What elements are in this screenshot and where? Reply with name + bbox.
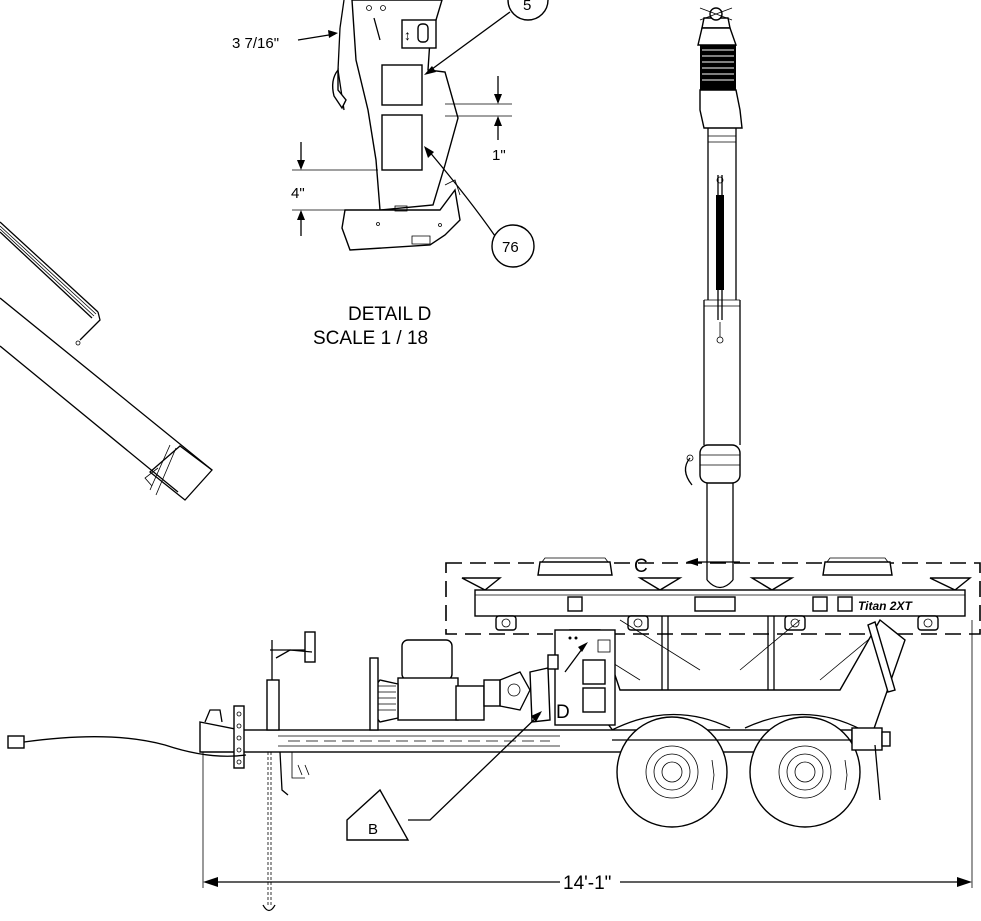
wheel-front xyxy=(616,716,728,828)
dim-bottom-label: 4" xyxy=(291,185,305,202)
wheel-rear xyxy=(749,716,861,828)
dim-offset-label: 3 7/16" xyxy=(232,35,279,52)
dim-gap-label: 1" xyxy=(492,147,506,164)
hole xyxy=(366,5,372,11)
callout-5-label: 5 xyxy=(523,0,531,14)
detail-scale: SCALE 1 / 18 xyxy=(313,328,428,349)
callout-76 xyxy=(491,224,535,268)
detail-d-marker: D xyxy=(556,702,570,723)
spinner-right xyxy=(917,615,939,631)
spinner-center-right xyxy=(784,615,806,631)
hole xyxy=(380,5,386,11)
detail-c-label: C xyxy=(634,556,648,577)
decal-square xyxy=(381,64,423,106)
brand-label: Titan 2XT xyxy=(858,599,913,613)
wiring-plug xyxy=(7,735,25,749)
tilted-auger xyxy=(0,221,213,501)
callout-76-label: 76 xyxy=(502,239,519,256)
detail-b-label: B xyxy=(368,821,378,838)
vertical-auger xyxy=(684,7,743,589)
callout-5 xyxy=(507,0,549,21)
detail-title: DETAIL D xyxy=(348,304,431,325)
detail-d-view: ↕ 3 7/16" 1" 4" 5 xyxy=(232,0,549,349)
detail-b-triangle xyxy=(346,788,410,841)
spinner-left xyxy=(495,615,517,631)
decal-square xyxy=(381,114,423,171)
up-down-icon: ↕ xyxy=(404,27,411,43)
overall-length-label: 14'-1" xyxy=(563,873,611,894)
engine xyxy=(371,639,531,723)
trailer: C Titan 2XT xyxy=(7,556,981,912)
spinner-center-left xyxy=(627,615,649,631)
